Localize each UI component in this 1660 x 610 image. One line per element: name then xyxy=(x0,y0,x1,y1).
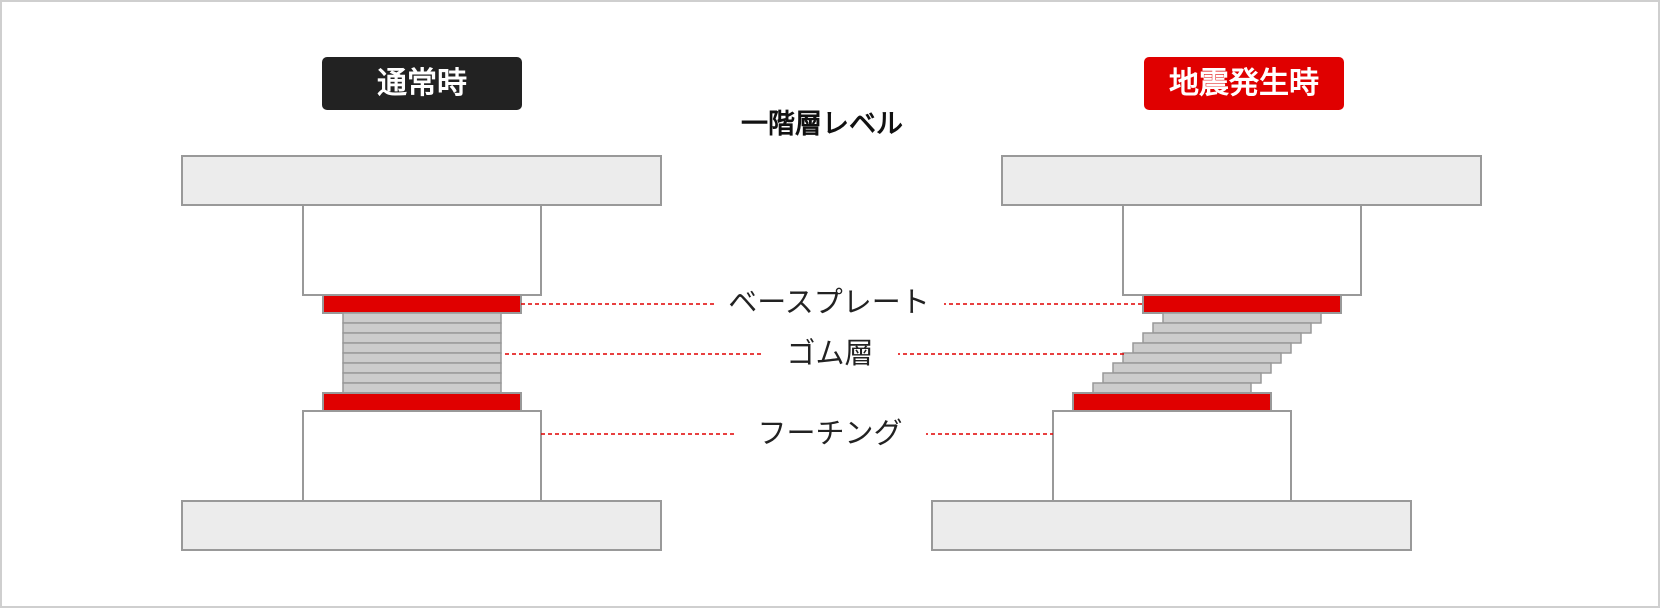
leader-lines xyxy=(505,303,1143,435)
footing-quake xyxy=(1052,410,1292,502)
earthquake-state-badge: 地震発生時 xyxy=(1144,57,1344,110)
rubber-layer-label: ゴム層 xyxy=(762,336,898,370)
rubber-layers-quake xyxy=(1092,312,1322,394)
foundation-slab-quake xyxy=(931,500,1412,551)
floor-level-title: 一階層レベル xyxy=(741,109,903,140)
upper-column-quake xyxy=(1122,204,1362,296)
upper-slab-quake xyxy=(1001,155,1482,206)
base-plate-label: ベースプレート xyxy=(714,285,944,319)
base-plate-bottom-quake xyxy=(1072,392,1272,412)
base-plate-top-normal xyxy=(322,294,522,314)
footing-normal xyxy=(302,410,542,502)
upper-slab-normal xyxy=(181,155,662,206)
normal-state-badge: 通常時 xyxy=(322,57,522,110)
footing-label: フーチング xyxy=(734,416,926,450)
base-plate-bottom-normal xyxy=(322,392,522,412)
base-plate-top-quake xyxy=(1142,294,1342,314)
upper-column-normal xyxy=(302,204,542,296)
rubber-layers-normal xyxy=(342,312,502,394)
foundation-slab-normal xyxy=(181,500,662,551)
